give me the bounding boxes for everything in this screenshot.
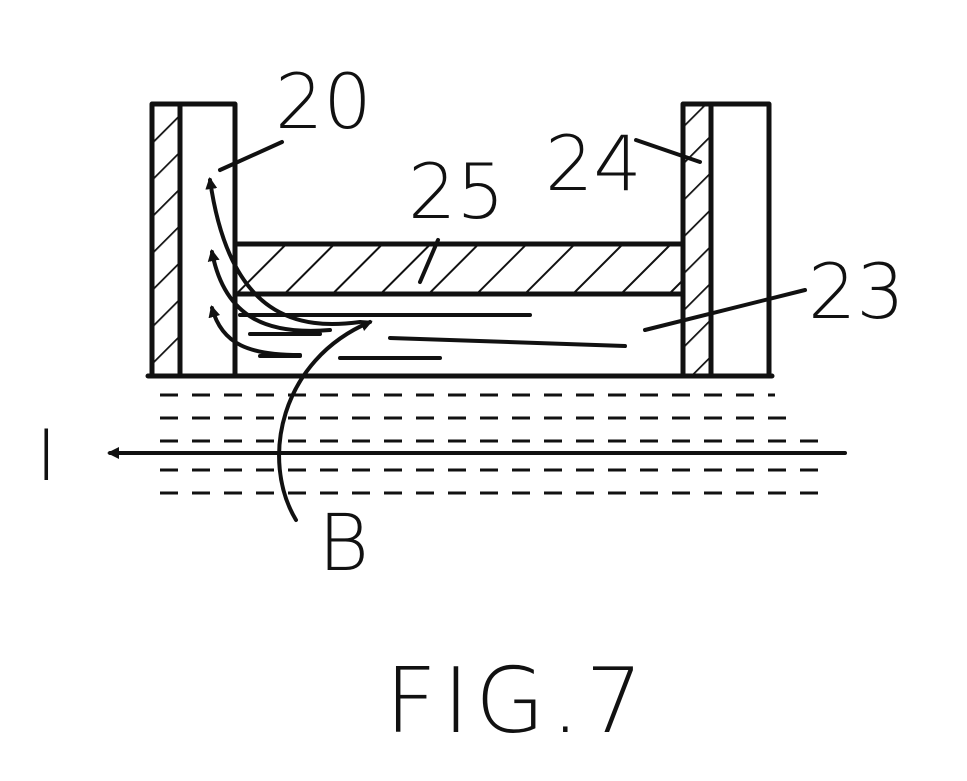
field-arrows [205,177,373,522]
label-24: 24 [545,119,642,208]
dashed-field-lines [160,393,820,495]
leader-lines [218,138,807,332]
right-hatched-wall [683,104,711,376]
label-25: 25 [408,147,505,236]
label-23: 23 [808,247,905,336]
label-20: 20 [275,57,372,146]
right-core-wall [708,101,772,379]
label-current: I [36,415,57,497]
label-field: B [318,499,369,589]
channel-region [145,291,775,379]
right-housing [680,101,772,379]
left-hatched-wall [152,104,180,376]
hatched-bar [232,241,686,297]
figure-caption: FIG.7 [385,649,649,754]
